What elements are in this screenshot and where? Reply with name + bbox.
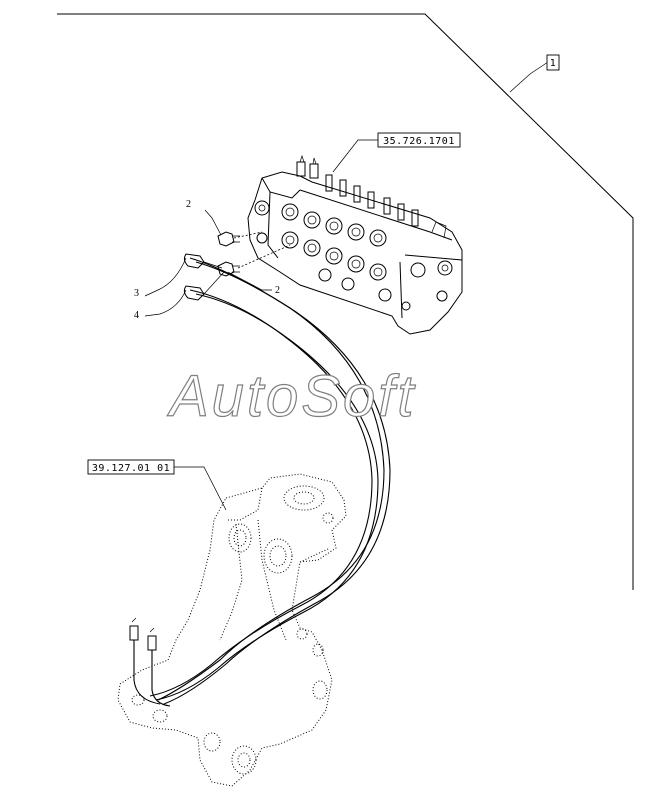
boom-reference-text: 39.127.01 01: [92, 463, 170, 474]
valve-spools: [296, 154, 419, 227]
callout-hose-a: 3: [134, 288, 139, 299]
callout-fitting-upper: 2: [186, 199, 191, 210]
control-valve-block: [247, 154, 463, 335]
valve-reference-text: 35.726.1701: [383, 136, 455, 147]
watermark-text: AutoSoft: [167, 364, 416, 429]
backhoe-boom-outline: [117, 473, 347, 787]
callout-fitting-lower: 2: [275, 285, 280, 296]
fitting-upper[interactable]: 2: [186, 199, 263, 247]
callout-hose-b: 4: [134, 310, 139, 321]
assembly-bracket: [57, 13, 634, 590]
main-reference-label[interactable]: 1: [546, 54, 560, 71]
hose-callout-4[interactable]: 4: [134, 289, 187, 321]
main-reference-text: 1: [550, 58, 557, 69]
hose-callout-3[interactable]: 3: [134, 257, 187, 299]
valve-reference-label[interactable]: 35.726.1701: [332, 132, 461, 173]
hydraulic-hoses: [129, 253, 391, 707]
boom-reference-label[interactable]: 39.127.01 01: [87, 459, 227, 511]
valve-ports: [254, 200, 453, 311]
fitting-lower[interactable]: 2: [217, 244, 291, 296]
